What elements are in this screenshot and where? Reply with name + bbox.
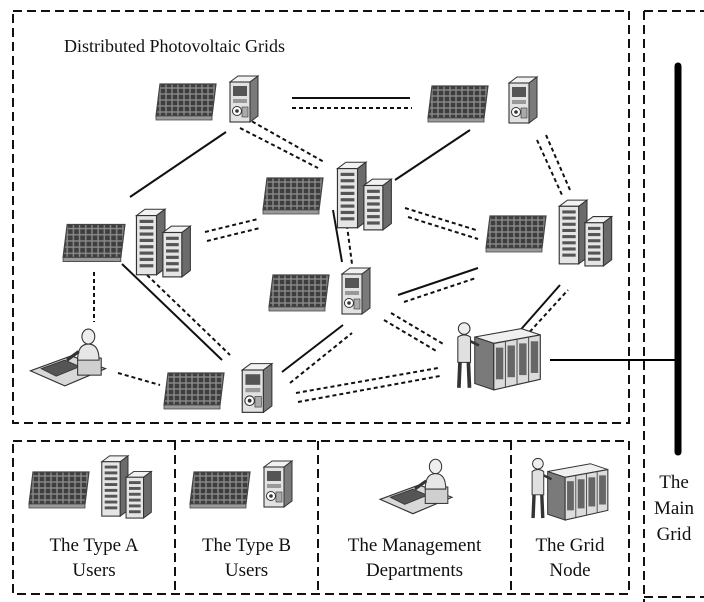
pv-grids-title: Distributed Photovoltaic Grids bbox=[64, 36, 285, 56]
solar-panel-icon bbox=[62, 223, 126, 263]
legend-person-desk-icon bbox=[378, 458, 454, 516]
legend-label-type-a-users: The Type A Users bbox=[49, 535, 139, 581]
building-icon bbox=[229, 75, 259, 123]
building-icon bbox=[241, 363, 273, 413]
legend-building-icon bbox=[263, 460, 293, 508]
grid-node-icon bbox=[455, 320, 543, 392]
solar-panel-icon bbox=[427, 85, 489, 123]
building-icon bbox=[508, 76, 538, 124]
server-building-icon bbox=[558, 199, 613, 267]
legend-solar-panel-icon bbox=[28, 471, 90, 509]
legend-label-type-b-users: The Type B Users bbox=[201, 535, 292, 581]
person-desk-icon bbox=[28, 328, 108, 388]
pv-grid-frame bbox=[12, 10, 630, 424]
server-building-icon bbox=[135, 208, 191, 278]
legend-label-management-departments: The Management Departments bbox=[347, 535, 482, 581]
legend-label-grid-node: The Grid Node bbox=[535, 535, 605, 581]
solar-panel-icon bbox=[155, 83, 217, 121]
solar-panel-icon bbox=[485, 215, 547, 253]
main-grid-label: The Main Grid bbox=[653, 472, 695, 545]
solar-panel-icon bbox=[268, 274, 330, 312]
legend-server-building-icon bbox=[101, 455, 152, 519]
legend-grid-node-icon bbox=[530, 456, 610, 522]
building-icon bbox=[341, 267, 371, 315]
legend-solar-panel-icon bbox=[189, 471, 251, 509]
solid-connections bbox=[121, 97, 561, 373]
legend-frame bbox=[12, 440, 630, 595]
solar-panel-icon bbox=[163, 372, 225, 410]
server-building-icon bbox=[336, 161, 392, 231]
main-grid-frame bbox=[643, 10, 704, 602]
solar-panel-icon bbox=[262, 177, 324, 215]
